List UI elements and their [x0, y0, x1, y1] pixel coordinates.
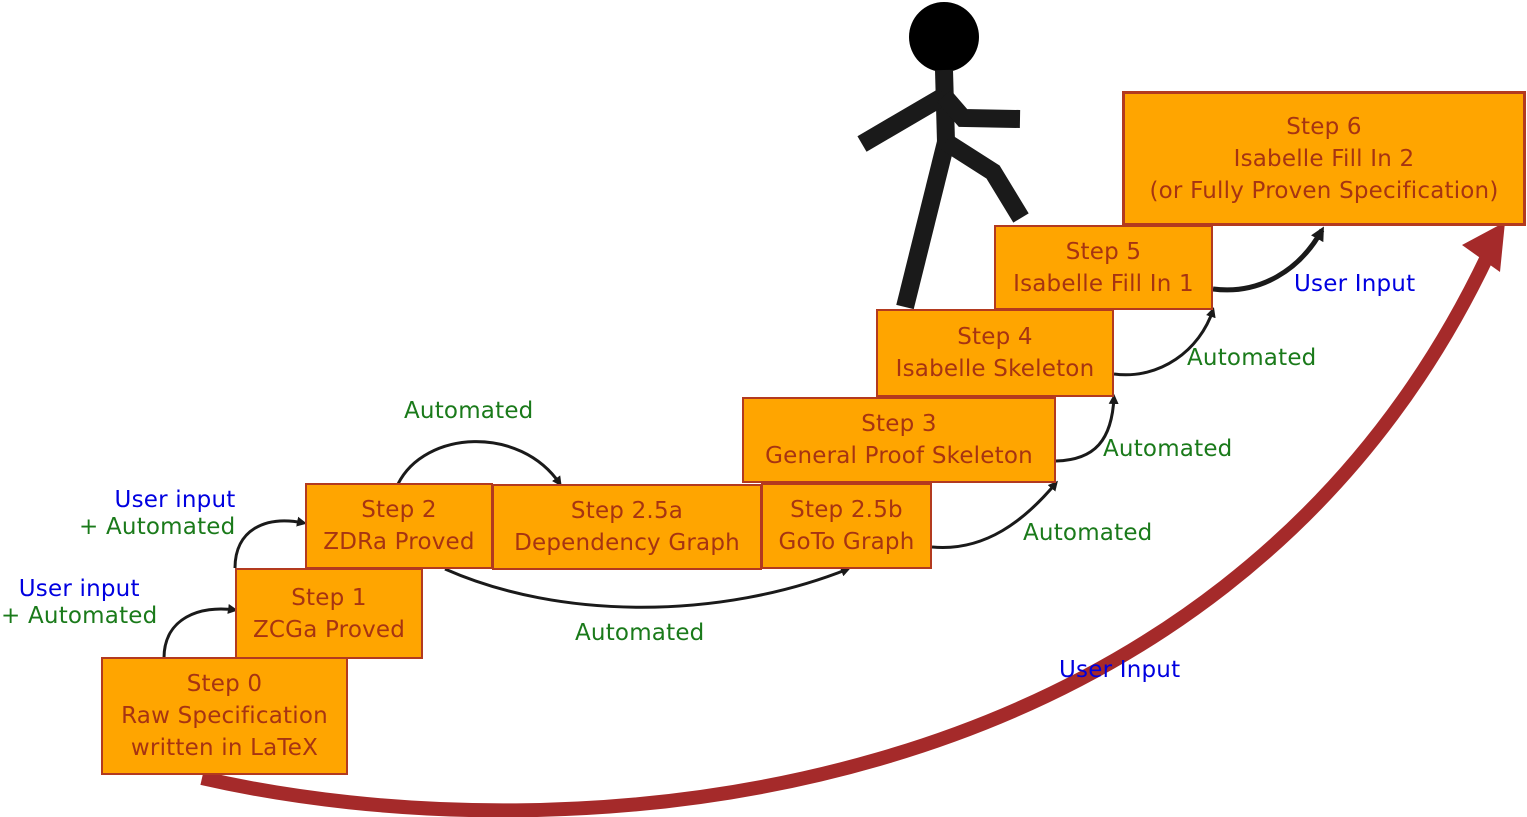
label-step0-to-step1: User input + Automated — [1, 576, 157, 630]
arrow-step5-to-step6 — [1212, 226, 1325, 293]
step-1-line1: ZCGa Proved — [252, 616, 406, 643]
label-step1-to-step2: User input + Automated — [79, 487, 235, 541]
step-5-title: Step 5 — [1065, 238, 1142, 265]
arrow-step4-to-step5 — [1113, 307, 1216, 377]
label-step2-to-step25b: Automated — [575, 620, 705, 646]
step-2-title: Step 2 — [361, 497, 437, 523]
step-2-5b-box: Step 2.5b GoTo Graph — [761, 483, 932, 569]
label-step0-to-step6: User Input — [1059, 657, 1181, 683]
step-6-line2: (or Fully Proven Specification) — [1149, 177, 1499, 204]
label-step25b-to-step3: Automated — [1023, 520, 1153, 546]
label-step2-to-step25a: Automated — [404, 398, 534, 424]
step-2-5a-title: Step 2.5a — [570, 498, 684, 524]
step-0-box: Step 0 Raw Specification written in LaTe… — [101, 657, 348, 775]
step-6-title: Step 6 — [1286, 113, 1362, 140]
label-step1-to-step2-user: User input — [114, 487, 236, 513]
step-1-title: Step 1 — [291, 584, 367, 611]
arrow-step2-to-step25b — [444, 566, 851, 609]
label-step0-to-step1-user: User input — [18, 576, 140, 602]
step-2-box: Step 2 ZDRa Proved — [305, 483, 493, 569]
step-2-5b-line1: GoTo Graph — [778, 529, 915, 555]
step-2-5b-title: Step 2.5b — [790, 497, 903, 523]
label-step4-to-step5: Automated — [1187, 345, 1317, 371]
step-2-5a-box: Step 2.5a Dependency Graph — [492, 484, 762, 570]
arrow-step0-to-step6 — [200, 251, 1495, 817]
step-0-line1: Raw Specification — [121, 703, 328, 729]
step-2-5a-line1: Dependency Graph — [514, 530, 740, 556]
step-2-line1: ZDRa Proved — [323, 529, 475, 555]
arrow-step0-to-step6-head — [1462, 222, 1505, 272]
step-5-box: Step 5 Isabelle Fill In 1 — [994, 225, 1213, 310]
label-step5-to-step6: User Input — [1294, 271, 1416, 297]
arrow-step0-to-step1 — [162, 604, 238, 659]
step-6-box: Step 6 Isabelle Fill In 2 (or Fully Prov… — [1122, 91, 1526, 226]
stick-figure-head — [909, 2, 979, 72]
stick-figure-arm-back — [857, 88, 949, 152]
step-3-title: Step 3 — [861, 411, 937, 437]
step-4-title: Step 4 — [957, 324, 1033, 350]
arrow-step1-to-step2 — [233, 516, 307, 569]
step-3-box: Step 3 General Proof Skeleton — [742, 397, 1056, 483]
step-0-line2: written in LaTeX — [130, 735, 319, 761]
label-step0-to-step1-automated: + Automated — [1, 603, 158, 629]
step-5-line1: Isabelle Fill In 1 — [1013, 270, 1194, 297]
arrow-step3-to-step4 — [1055, 394, 1119, 463]
arrow-step2-to-step25a — [396, 440, 562, 487]
stick-figure-leg-back — [896, 139, 955, 310]
label-step1-to-step2-automated: + Automated — [79, 514, 236, 540]
stick-figure-arm-front — [937, 90, 1021, 128]
step-4-box: Step 4 Isabelle Skeleton — [876, 309, 1114, 397]
step-4-line1: Isabelle Skeleton — [895, 356, 1095, 382]
label-step3-to-step4: Automated — [1103, 436, 1233, 462]
arrow-step25b-to-step3 — [931, 480, 1058, 550]
stick-figure-leg-front — [941, 134, 1029, 223]
step-0-title: Step 0 — [186, 671, 263, 697]
step-3-line1: General Proof Skeleton — [765, 443, 1033, 469]
step-6-line1: Isabelle Fill In 2 — [1233, 145, 1415, 172]
stick-figure — [857, 2, 1029, 310]
step-1-box: Step 1 ZCGa Proved — [235, 568, 423, 659]
